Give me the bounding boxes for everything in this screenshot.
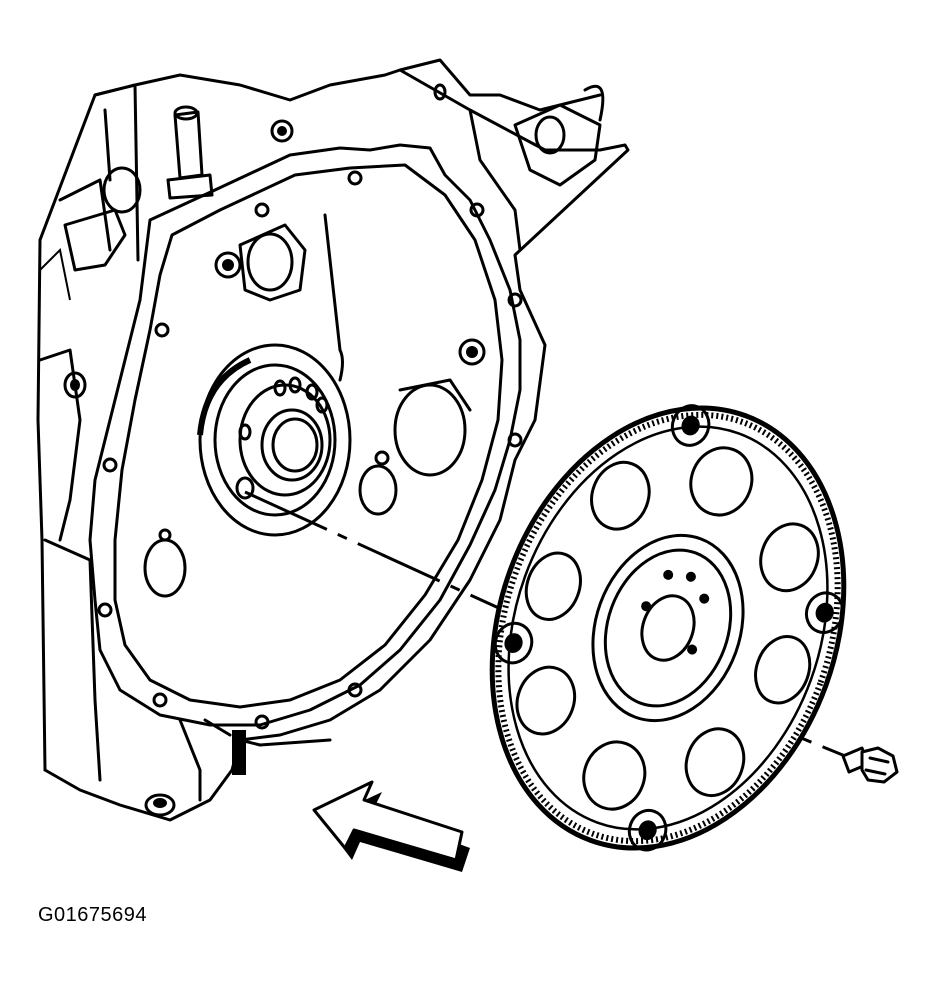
direction-arrow-icon xyxy=(312,780,470,872)
engine-block-drawing xyxy=(36,58,630,822)
flexplate-drawing xyxy=(489,404,847,852)
flexplate-bolt-bosses xyxy=(493,404,845,852)
engine-rear-cover xyxy=(88,119,523,730)
bolt-icon xyxy=(841,746,899,784)
figure-id-label: G01675694 xyxy=(38,904,148,926)
